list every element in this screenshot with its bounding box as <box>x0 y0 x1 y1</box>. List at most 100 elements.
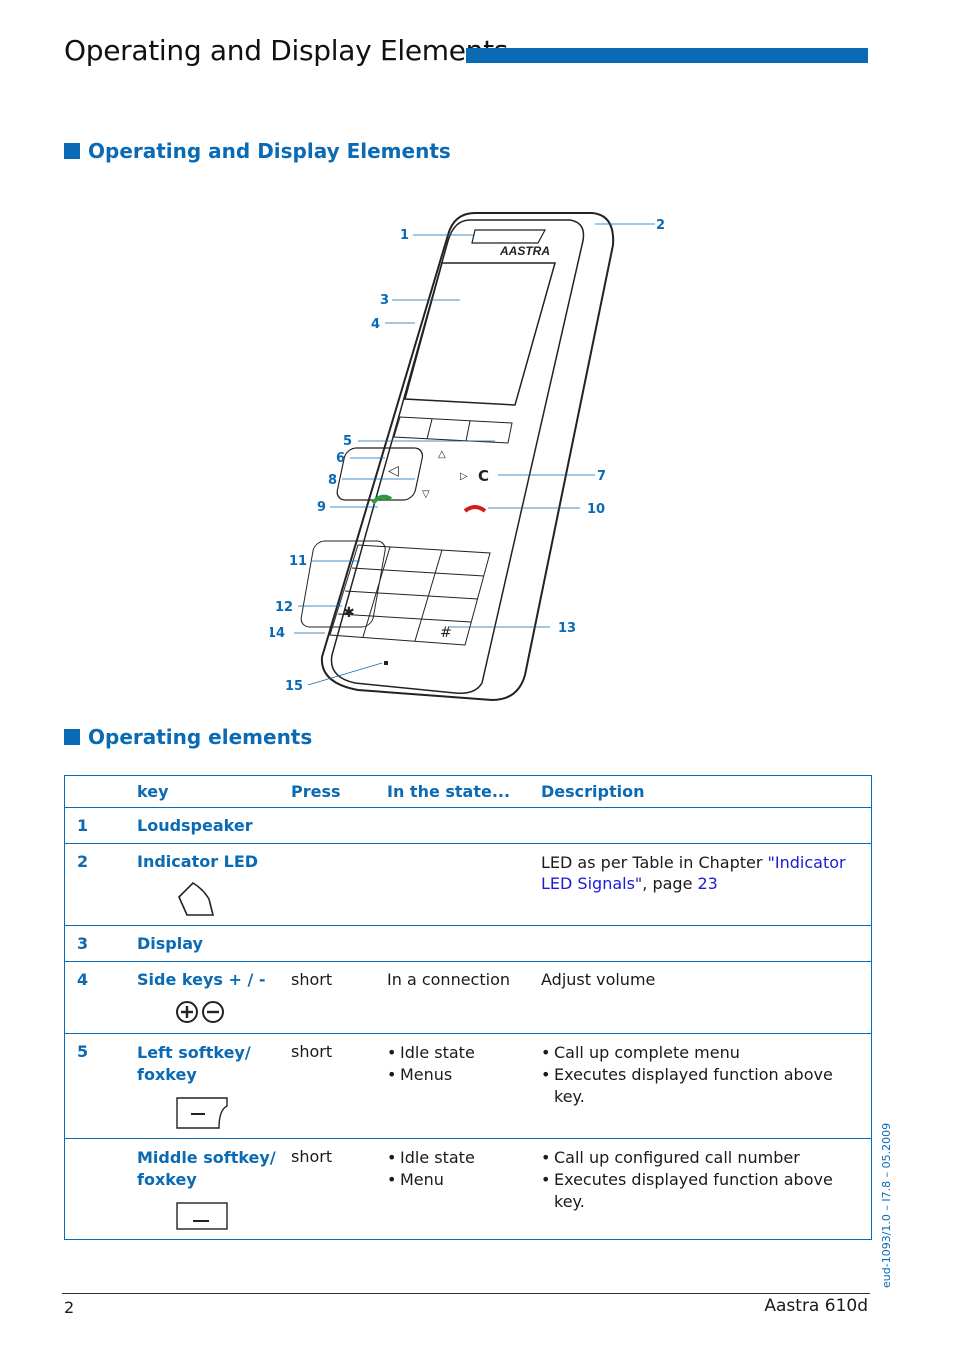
row-state <box>381 843 535 926</box>
phone-front <box>330 219 585 695</box>
row-state: Idle state Menu <box>381 1138 535 1240</box>
row-press: short <box>285 961 381 1034</box>
svg-text:▽: ▽ <box>422 489 430 500</box>
row-num: 5 <box>64 1033 131 1139</box>
table-row: 2 Indicator LED LED as per Table in Chap… <box>64 843 872 926</box>
table-row: 5 Left softkey/ foxkey short Idle state … <box>64 1033 872 1139</box>
svg-text:✱: ✱ <box>343 605 355 621</box>
callout-lines <box>294 223 655 686</box>
callout-3: 3 <box>380 293 389 308</box>
table-section-heading: Operating elements <box>64 725 312 749</box>
page-link[interactable]: 23 <box>697 874 718 893</box>
callout-6: 6 <box>336 451 345 466</box>
description-item: Call up complete menu <box>541 1042 865 1064</box>
row-key-cell: Middle softkey/ foxkey <box>131 1138 285 1240</box>
header-num <box>64 775 131 808</box>
svg-text:▷: ▷ <box>460 471 468 482</box>
callout-5: 5 <box>343 434 352 449</box>
callout-12: 12 <box>275 600 293 615</box>
left-softkey-icon <box>176 1097 228 1129</box>
callout-8: 8 <box>328 473 337 488</box>
row-key-cell: Indicator LED <box>131 843 285 926</box>
callout-15: 15 <box>285 679 303 694</box>
indicator-led-icon <box>178 881 215 916</box>
operating-elements-table: key Press In the state... Description 1 … <box>64 775 872 1240</box>
callout-14: 14 <box>270 626 285 641</box>
row-description: LED as per Table in Chapter "Indicator L… <box>535 843 872 926</box>
state-item: Idle state <box>387 1147 529 1169</box>
desc-prefix: LED as per Table in Chapter <box>541 853 768 872</box>
call-end-icon <box>463 505 487 513</box>
footer-divider <box>62 1293 870 1294</box>
row-key: Left softkey/ foxkey <box>137 1043 251 1084</box>
microphone <box>384 661 388 665</box>
row-key: Side keys + / - <box>137 970 266 989</box>
state-item: Menus <box>387 1064 529 1086</box>
header-description: Description <box>535 775 872 808</box>
row-state: In a connection <box>381 961 535 1034</box>
table-header-row: key Press In the state... Description <box>64 775 872 808</box>
row-key: Middle softkey/ foxkey <box>137 1148 276 1189</box>
svg-text:△: △ <box>438 449 446 460</box>
phone-brand-text: AASTRA <box>499 244 550 258</box>
header-press: Press <box>285 775 381 808</box>
row-description <box>535 807 872 844</box>
clear-key-label: C <box>478 467 489 485</box>
square-bullet-icon <box>64 729 80 745</box>
page-title: Operating and Display Elements <box>64 34 509 67</box>
row-description: Adjust volume <box>535 961 872 1034</box>
table-row: 4 Side keys + / - short In a connection … <box>64 961 872 1034</box>
callout-7: 7 <box>597 469 606 484</box>
row-state <box>381 807 535 844</box>
state-item: Menu <box>387 1169 529 1191</box>
row-press <box>285 925 381 962</box>
keypad <box>300 540 491 646</box>
plus-minus-icon <box>176 1001 224 1023</box>
callout-9: 9 <box>317 500 326 515</box>
softkey-row <box>393 416 513 444</box>
row-press: short <box>285 1033 381 1139</box>
row-description <box>535 925 872 962</box>
row-num: 2 <box>64 843 131 926</box>
figure-section-heading: Operating and Display Elements <box>64 139 451 163</box>
desc-mid: , page <box>642 874 698 893</box>
footer-page-number: 2 <box>64 1298 75 1317</box>
row-press <box>285 843 381 926</box>
table-row: Middle softkey/ foxkey short Idle state … <box>64 1138 872 1240</box>
callout-10: 10 <box>587 502 605 517</box>
description-item: Call up configured call number <box>541 1147 865 1169</box>
table-heading-text: Operating elements <box>88 725 313 749</box>
row-num <box>64 1138 131 1240</box>
callout-2: 2 <box>656 218 665 233</box>
callout-numbers: 1 2 3 4 5 6 7 8 9 10 11 12 13 14 15 <box>270 218 665 694</box>
earpiece <box>471 229 547 244</box>
row-num: 1 <box>64 807 131 844</box>
row-press <box>285 807 381 844</box>
display-screen <box>404 262 556 406</box>
row-key: Display <box>131 925 285 962</box>
row-description: Call up complete menu Executes displayed… <box>535 1033 872 1139</box>
row-key-cell: Left softkey/ foxkey <box>131 1033 285 1139</box>
callout-1: 1 <box>400 228 409 243</box>
row-state <box>381 925 535 962</box>
header-key: key <box>131 775 285 808</box>
row-num: 4 <box>64 961 131 1034</box>
row-description: Call up configured call number Executes … <box>535 1138 872 1240</box>
svg-text:◁: ◁ <box>388 463 399 479</box>
callout-13: 13 <box>558 621 576 636</box>
footer-model-name: Aastra 610d <box>764 1296 868 1316</box>
svg-text:#: # <box>440 625 452 641</box>
callout-11: 11 <box>289 554 307 569</box>
table-row: 3 Display <box>64 925 872 962</box>
callout-4: 4 <box>371 317 380 332</box>
state-item: Idle state <box>387 1042 529 1064</box>
row-key: Indicator LED <box>137 852 259 871</box>
call-accept-icon <box>371 494 393 505</box>
figure-heading-text: Operating and Display Elements <box>88 139 451 163</box>
square-bullet-icon <box>64 143 80 159</box>
chapter-link[interactable]: "Indicator LED Signals" <box>541 853 846 893</box>
row-key-cell: Side keys + / - <box>131 961 285 1034</box>
row-state: Idle state Menus <box>381 1033 535 1139</box>
row-num: 3 <box>64 925 131 962</box>
table-row: 1 Loudspeaker <box>64 807 872 844</box>
